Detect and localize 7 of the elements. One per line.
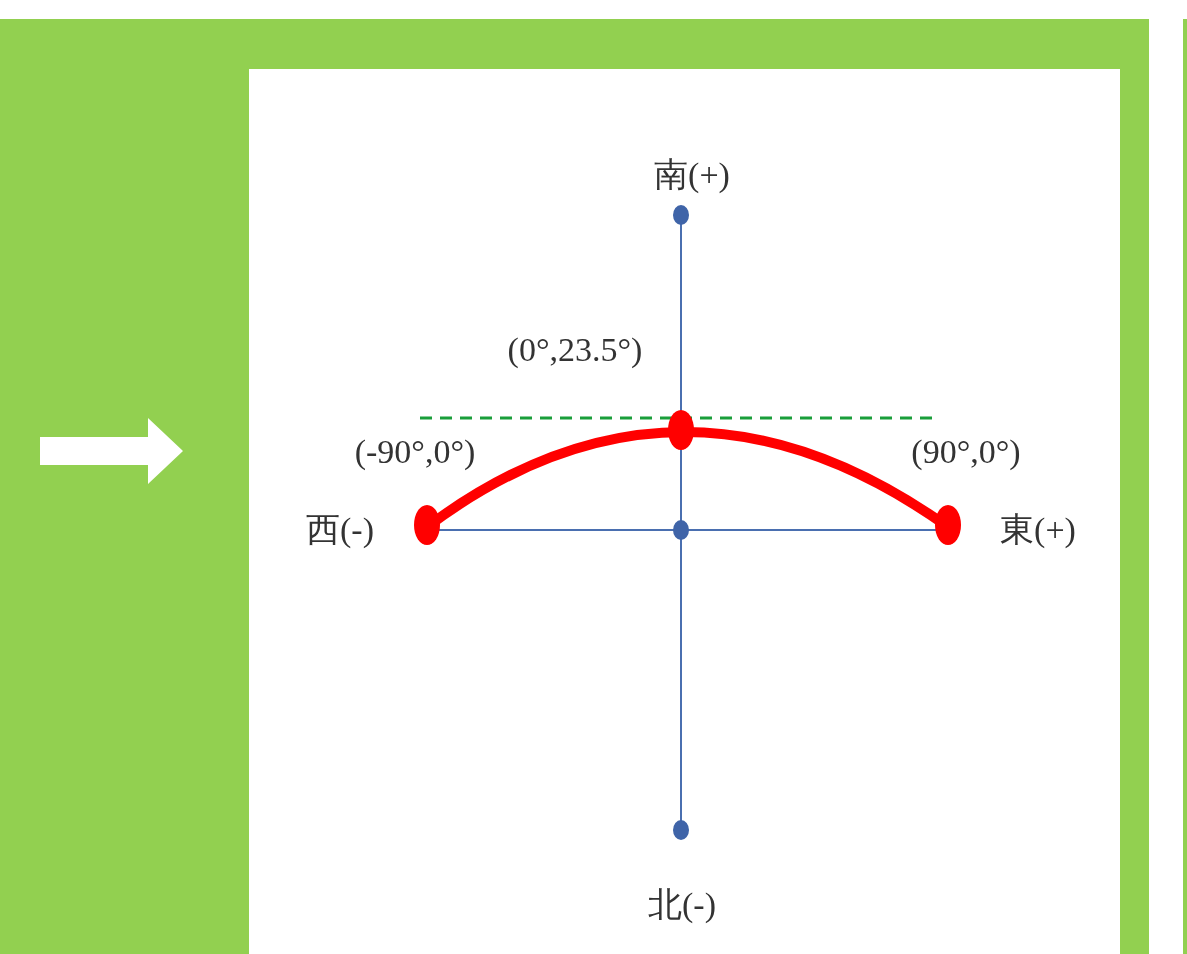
coordinate-label: (-90°,0°) bbox=[354, 435, 476, 469]
compass-label: 東(+) bbox=[1000, 513, 1076, 547]
compass-label: 西(-) bbox=[306, 513, 374, 547]
compass-label: 北(-) bbox=[648, 888, 716, 922]
compass-label: 南(+) bbox=[654, 158, 730, 192]
coordinate-label: (90°,0°) bbox=[911, 435, 1021, 469]
coordinate-label: (0°,23.5°) bbox=[507, 333, 643, 367]
